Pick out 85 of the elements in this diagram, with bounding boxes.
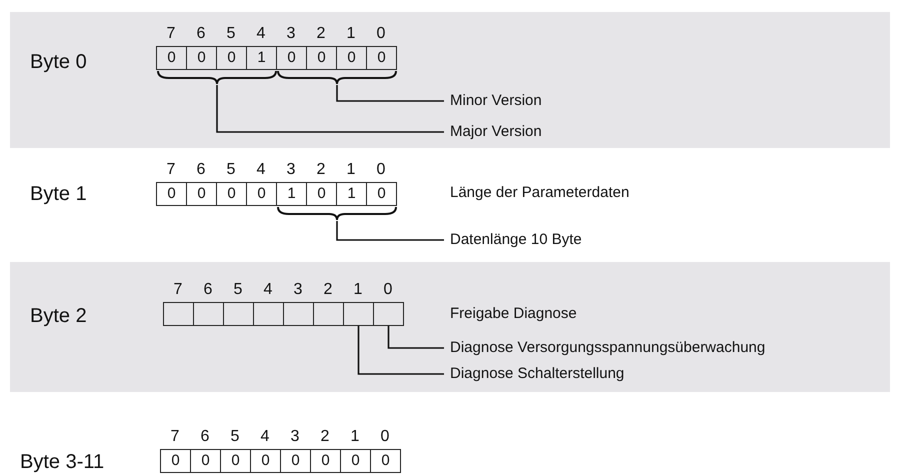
bit-number: 4	[256, 25, 266, 43]
bit-number: 7	[166, 161, 176, 179]
bit-number: 6	[196, 25, 206, 43]
bit-cell: 0	[156, 182, 187, 206]
bit-cell: 1	[336, 182, 367, 206]
field-description: Freigabe Diagnose	[450, 304, 577, 324]
bit-cell: 0	[186, 182, 217, 206]
bit-cell: 0	[280, 449, 311, 473]
bit-cell: 0	[366, 46, 397, 70]
bit-cell: 0	[336, 46, 367, 70]
bit-number: 6	[196, 161, 206, 179]
bit-cell	[253, 302, 284, 326]
bit-cell: 0	[216, 182, 247, 206]
byte-label: Byte 3-11	[20, 450, 104, 474]
bit-cell: 0	[306, 46, 337, 70]
byte-band	[10, 262, 890, 392]
bit-cell	[283, 302, 314, 326]
bit-cell: 0	[246, 182, 277, 206]
bit-number: 4	[256, 161, 266, 179]
bit-number: 2	[320, 428, 330, 446]
bit-cell	[193, 302, 224, 326]
bit-number: 1	[352, 281, 364, 299]
field-description: Datenlänge 10 Byte	[450, 230, 582, 250]
bit-number: 6	[200, 428, 210, 446]
bit-cell: 0	[340, 449, 371, 473]
bit-number: 2	[322, 281, 334, 299]
bit-cell	[373, 302, 404, 326]
field-description: Länge der Parameterdaten	[450, 183, 630, 203]
bit-number: 3	[292, 281, 304, 299]
leader-line	[388, 326, 444, 349]
leader-line	[358, 326, 444, 375]
bit-cell: 0	[160, 449, 191, 473]
bit-number: 7	[172, 281, 184, 299]
bit-number: 2	[316, 161, 326, 179]
curly-brace	[277, 71, 397, 85]
bit-cell	[343, 302, 374, 326]
bit-cell: 1	[246, 46, 277, 70]
bit-cell: 0	[310, 449, 341, 473]
bit-cell	[223, 302, 254, 326]
bit-number: 5	[232, 281, 244, 299]
bit-cell: 1	[276, 182, 307, 206]
bit-number: 0	[376, 161, 386, 179]
field-description: Major Version	[450, 122, 542, 142]
bit-number: 5	[230, 428, 240, 446]
bit-cell: 0	[366, 182, 397, 206]
field-description: Minor Version	[450, 91, 542, 111]
byte-label: Byte 2	[30, 304, 87, 328]
bit-number: 4	[262, 281, 274, 299]
bit-number: 1	[346, 161, 356, 179]
bit-number: 3	[290, 428, 300, 446]
bit-cell: 0	[306, 182, 337, 206]
byte-label: Byte 1	[30, 182, 87, 206]
bit-cell: 0	[186, 46, 217, 70]
bit-cell: 0	[370, 449, 401, 473]
curly-brace	[277, 207, 397, 221]
bit-number: 6	[202, 281, 214, 299]
bit-number: 7	[166, 25, 176, 43]
curly-brace	[157, 71, 277, 85]
leader-line	[336, 85, 444, 102]
bit-number: 4	[260, 428, 270, 446]
bit-number: 0	[382, 281, 394, 299]
bit-number: 5	[226, 161, 236, 179]
bit-number: 5	[226, 25, 236, 43]
bit-number: 3	[286, 25, 296, 43]
bit-number: 1	[346, 25, 356, 43]
bit-cell: 0	[216, 46, 247, 70]
field-description: Diagnose Versorgungsspannungsüberwachung	[450, 338, 766, 358]
byte-band	[10, 12, 890, 148]
bit-cell: 0	[190, 449, 221, 473]
bit-number: 1	[350, 428, 360, 446]
leader-line	[336, 221, 444, 241]
bit-number: 0	[380, 428, 390, 446]
bit-number: 7	[170, 428, 180, 446]
byte-label: Byte 0	[30, 50, 87, 74]
bit-cell	[163, 302, 194, 326]
field-description: Diagnose Schalterstellung	[450, 364, 624, 384]
bit-cell: 0	[156, 46, 187, 70]
leader-line	[216, 85, 444, 133]
bit-cell	[313, 302, 344, 326]
bit-cell: 0	[276, 46, 307, 70]
bit-number: 2	[316, 25, 326, 43]
bit-number: 0	[376, 25, 386, 43]
bit-cell: 0	[250, 449, 281, 473]
bit-cell: 0	[220, 449, 251, 473]
bit-number: 3	[286, 161, 296, 179]
